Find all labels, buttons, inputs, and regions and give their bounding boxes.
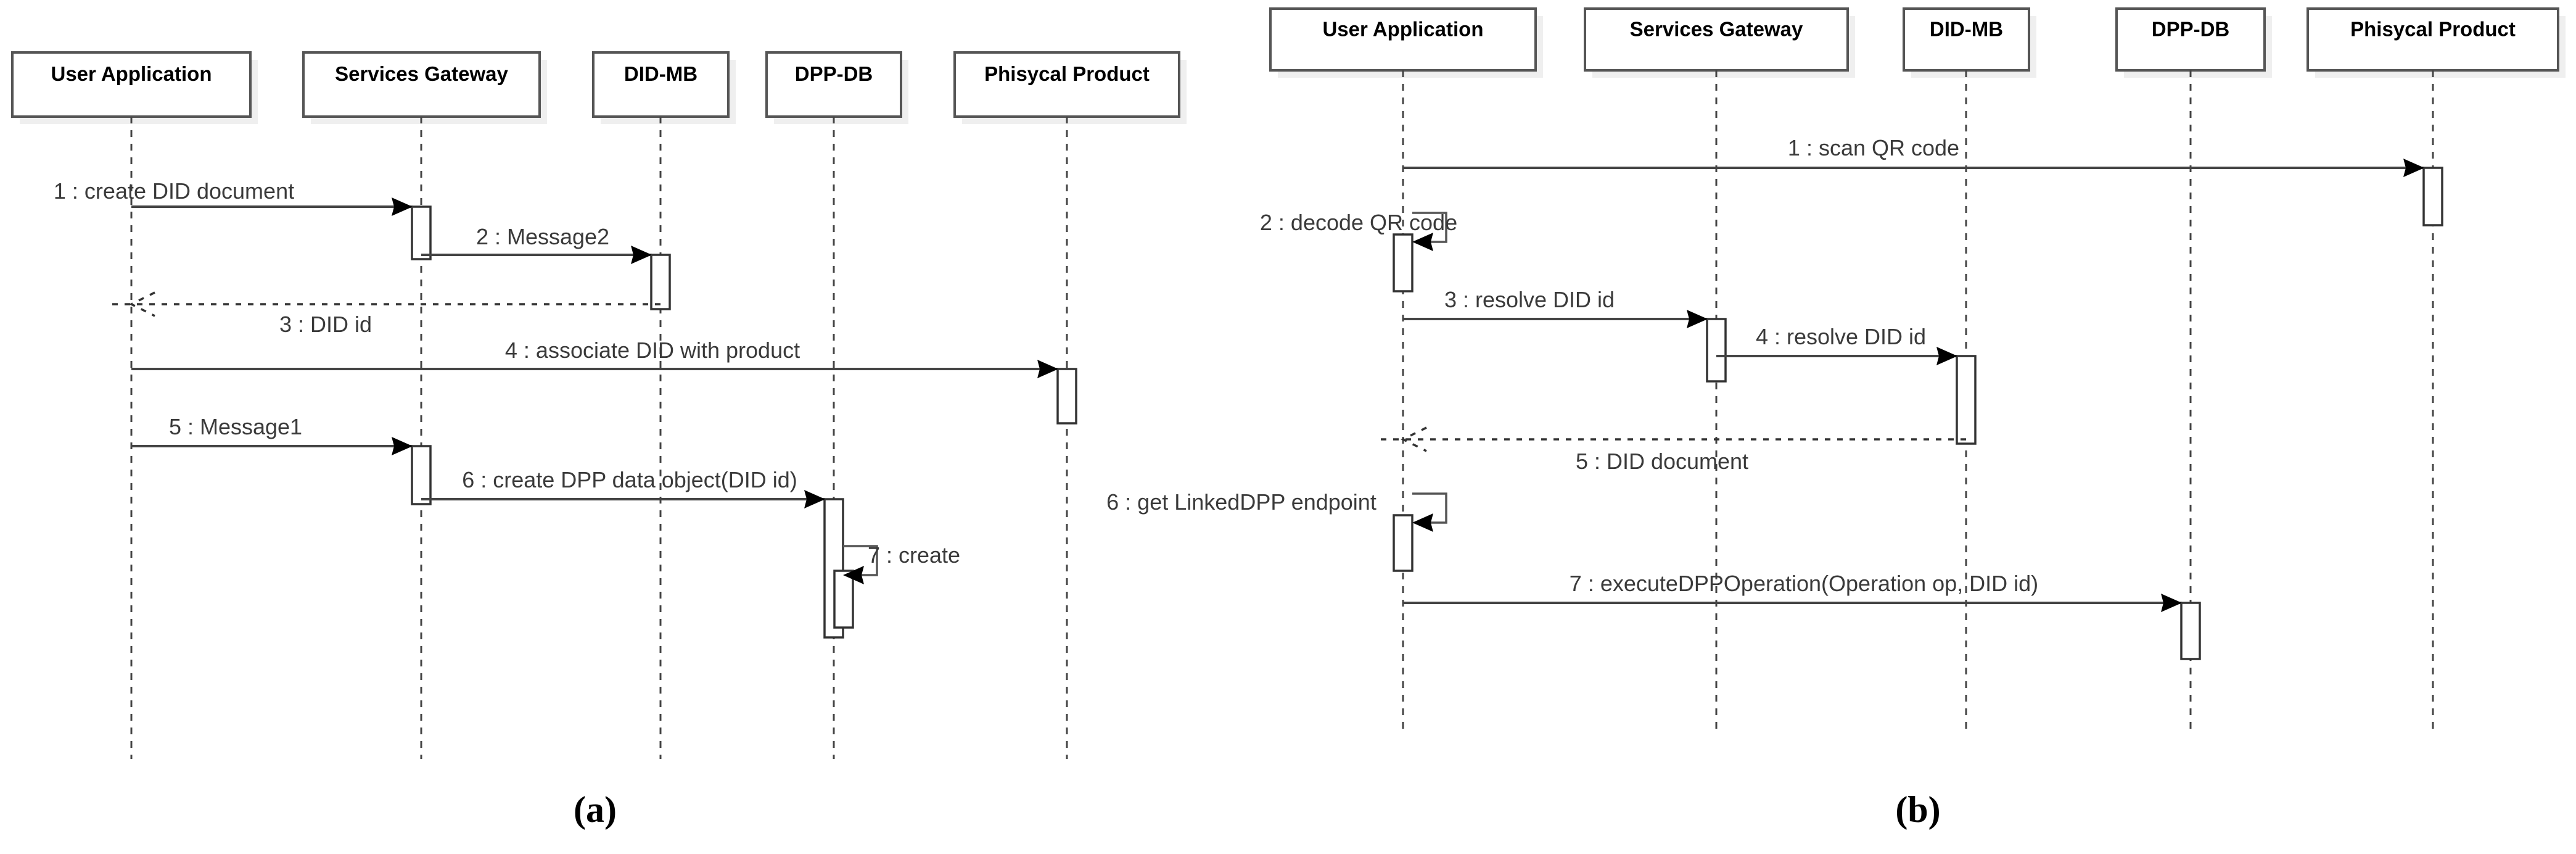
activation-bar-1: [650, 254, 671, 310]
message-3[interactable]: 3 : resolve DID id: [1403, 287, 1708, 328]
participant-label: Services Gateway: [1630, 18, 1803, 41]
participant-label: User Application: [1323, 18, 1484, 41]
participant-label: User Application: [51, 62, 212, 85]
message-label-4: 4 : associate DID with product: [505, 338, 800, 363]
message-2[interactable]: 2 : decode QR code: [1260, 210, 1457, 251]
participant-label: Services Gateway: [335, 62, 508, 85]
message-arrowhead: [2403, 159, 2424, 177]
panel-b: User Application Services Gateway DID-MB DP…: [1106, 7, 2566, 830]
message-arrowhead: [392, 197, 413, 216]
message-arrowhead: [1687, 310, 1708, 328]
participant-phisycal-product[interactable]: Phisycal Product: [2306, 7, 2566, 734]
activation-bar-3: [411, 445, 432, 505]
message-label-1: 1 : scan QR code: [1788, 135, 1959, 160]
message-6[interactable]: 6 : get LinkedDPP endpoint: [1106, 489, 1447, 532]
message-label-6: 6 : create DPP data object(DID id): [462, 467, 797, 492]
message-7[interactable]: 7 : executeDPPOperation(Operation op, DI…: [1403, 571, 2182, 612]
message-3[interactable]: 3 : DID id: [108, 291, 660, 337]
activation-bar-1: [1393, 233, 1414, 292]
message-arrowhead-open: [1401, 426, 1427, 452]
participant-label: DPP-DB: [2152, 18, 2230, 41]
activation-bar-0: [2422, 167, 2443, 226]
participant-user-application[interactable]: User Application: [11, 51, 258, 759]
message-arrowhead-open: [129, 291, 155, 317]
message-arrowhead: [1936, 347, 1957, 365]
message-label-1: 1 : create DID document: [54, 178, 294, 204]
participant-box[interactable]: [302, 51, 541, 118]
participant-services-gateway[interactable]: Services Gateway: [1584, 7, 1855, 734]
participant-box[interactable]: [592, 51, 730, 118]
participant-box[interactable]: [2306, 7, 2559, 72]
participant-did-mb[interactable]: DID-MB: [592, 51, 736, 759]
message-5[interactable]: 5 : Message1: [131, 414, 413, 455]
participant-box[interactable]: [1269, 7, 1537, 72]
message-7[interactable]: 7 : create: [843, 542, 960, 584]
message-label-5: 5 : DID document: [1576, 449, 1748, 474]
participant-box[interactable]: [11, 51, 252, 118]
panel-a: User Application Services Gateway DID-MB DP…: [11, 51, 1187, 830]
message-label-6: 6 : get LinkedDPP endpoint: [1106, 489, 1376, 515]
message-label-3: 3 : DID id: [279, 312, 372, 337]
message-5[interactable]: 5 : DID document: [1380, 426, 1966, 474]
message-label-7: 7 : create: [868, 542, 960, 568]
activation-bar-4: [1393, 514, 1414, 572]
participant-dpp-db[interactable]: DPP-DB: [765, 51, 908, 759]
participant-label: DID-MB: [624, 62, 697, 85]
message-4[interactable]: 4 : resolve DID id: [1716, 324, 1957, 365]
message-arrowhead: [1037, 360, 1058, 378]
message-6[interactable]: 6 : create DPP data object(DID id): [421, 467, 825, 508]
participant-label: DID-MB: [1930, 18, 2003, 41]
message-arrowhead: [843, 566, 864, 584]
panel-caption: (b): [1895, 789, 1940, 830]
participant-dpp-db[interactable]: DPP-DB: [2115, 7, 2272, 734]
message-2[interactable]: 2 : Message2: [421, 224, 652, 264]
message-label-2: 2 : Message2: [476, 224, 609, 249]
activation-bar-3: [1956, 355, 1977, 445]
participant-user-application[interactable]: User Application: [1269, 7, 1543, 734]
activation-bar-5: [833, 570, 854, 629]
activation-bar-0: [411, 205, 432, 260]
panel-caption: (a): [574, 789, 617, 830]
participant-box[interactable]: [1903, 7, 2030, 72]
message-arrowhead: [804, 490, 825, 508]
participant-box[interactable]: [1584, 7, 1849, 72]
message-arrowhead: [2161, 594, 2182, 612]
activation-bar-2: [1706, 318, 1727, 383]
participant-label: Phisycal Product: [984, 62, 1150, 85]
message-label-4: 4 : resolve DID id: [1756, 324, 1926, 349]
participant-phisycal-product[interactable]: Phisycal Product: [953, 51, 1187, 759]
message-label-3: 3 : resolve DID id: [1444, 287, 1615, 312]
activation-bar-5: [2180, 602, 2201, 660]
message-label-5: 5 : Message1: [169, 414, 302, 439]
message-label-7: 7 : executeDPPOperation(Operation op, DI…: [1570, 571, 2038, 596]
participant-label: Phisycal Product: [2350, 18, 2516, 41]
participant-services-gateway[interactable]: Services Gateway: [302, 51, 547, 759]
message-1[interactable]: 1 : scan QR code: [1403, 135, 2424, 177]
message-arrowhead: [1412, 513, 1433, 532]
activation-bar-2: [1056, 368, 1077, 425]
participant-box[interactable]: [2115, 7, 2266, 72]
message-label-2: 2 : decode QR code: [1260, 210, 1457, 235]
message-arrowhead: [392, 437, 413, 455]
participant-label: DPP-DB: [795, 62, 873, 85]
message-4[interactable]: 4 : associate DID with product: [131, 338, 1058, 378]
message-arrowhead: [631, 246, 652, 264]
message-arrowhead: [1412, 233, 1433, 251]
message-1[interactable]: 1 : create DID document: [54, 178, 413, 216]
